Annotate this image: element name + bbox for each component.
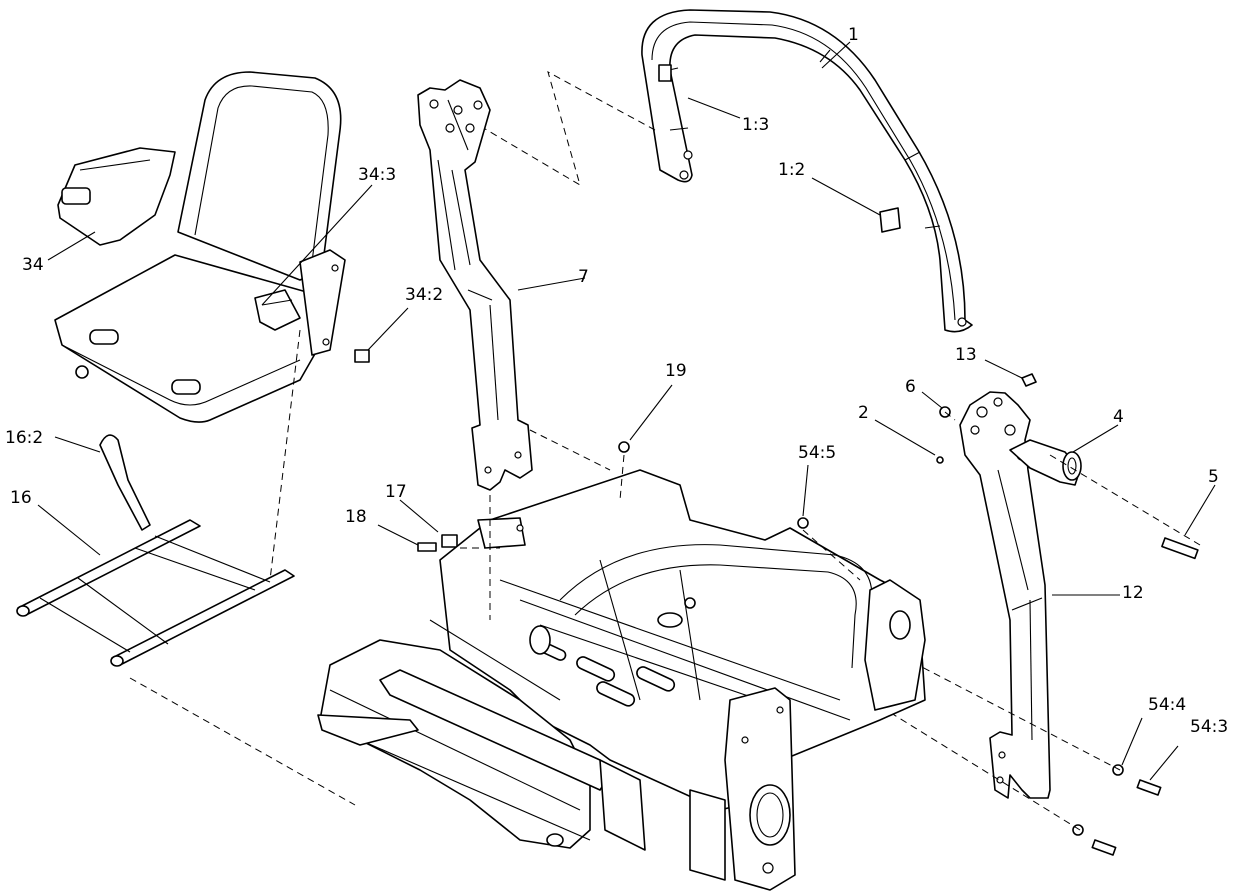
callout-13: 13 (955, 345, 977, 365)
hardware-pieces (354, 349, 1199, 856)
callout-1-2: 1:2 (778, 160, 805, 180)
roll-bar-hoop (641, 9, 973, 333)
callout-labels: 1 1:3 1:2 2 4 5 6 7 12 13 16 16:2 17 18 … (5, 25, 1228, 737)
callout-54-3: 54:3 (1190, 717, 1228, 737)
callout-6: 6 (905, 377, 916, 397)
callout-7: 7 (578, 267, 589, 287)
callout-16: 16 (10, 488, 32, 508)
callout-18: 18 (345, 507, 367, 527)
leader-lines (37, 41, 1216, 781)
callout-34-3: 34:3 (358, 165, 396, 185)
callout-16-2: 16:2 (5, 428, 43, 448)
callout-12: 12 (1122, 583, 1144, 603)
latch-pin-assembly (1009, 439, 1082, 486)
main-chassis-frame (317, 469, 926, 891)
callout-1: 1 (848, 25, 859, 45)
callout-54-4: 54:4 (1148, 695, 1186, 715)
callout-19: 19 (665, 361, 687, 381)
decal-1-2 (879, 207, 901, 233)
callout-54-5: 54:5 (798, 443, 836, 463)
left-roll-bar-upright (417, 79, 533, 491)
operator-seat (54, 71, 346, 423)
callout-34-2: 34:2 (405, 285, 443, 305)
decal-1-3 (658, 64, 672, 82)
callout-34: 34 (22, 255, 44, 275)
callout-17: 17 (385, 482, 407, 502)
callout-4: 4 (1113, 407, 1124, 427)
callout-5: 5 (1208, 467, 1219, 487)
callout-2: 2 (858, 403, 869, 423)
callout-1-3: 1:3 (742, 115, 769, 135)
seat-slide-frame (16, 434, 295, 667)
